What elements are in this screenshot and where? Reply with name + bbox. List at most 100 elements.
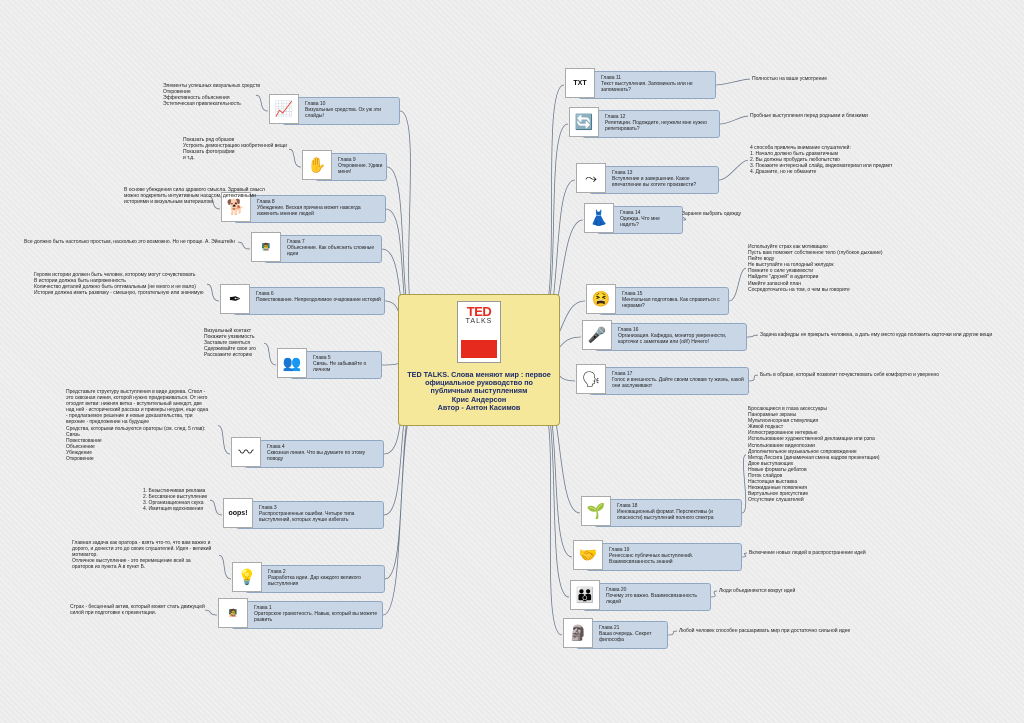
- note-line: Сосредоточьтесь на том, о чем вы говорит…: [748, 286, 850, 293]
- topic-heading: Глава 13: [612, 170, 633, 176]
- note-line-ch1: [204, 609, 218, 616]
- note-line: Виртуальное присутствие: [748, 491, 809, 498]
- presenter-icon: 🧑‍🏫: [218, 598, 248, 628]
- note-line: верхние - предложение на будущее: [66, 419, 150, 426]
- topic-heading: Глава 14: [620, 210, 641, 216]
- topic-text: Связь. Не забывайте о личном: [313, 361, 367, 373]
- topic-heading: Глава 17: [612, 371, 633, 377]
- note-line: Поток слайдов: [748, 473, 783, 480]
- people-icon: 👥: [277, 348, 307, 378]
- note-line: Панорамные экраны: [748, 412, 797, 419]
- note-line-ch20: [710, 590, 718, 598]
- note-line: Устроить демонстрацию изобретенной вещи: [183, 143, 287, 150]
- repeat-icon: 🔄: [569, 107, 599, 137]
- topic-text: Убеждение. Веская причина может навсегда…: [257, 205, 361, 217]
- note-line: 4. Имитация вдохновения: [143, 506, 204, 513]
- note-line: Бросающиеся в глаза аксессуары: [748, 406, 827, 412]
- note-line: Найдите "друзей" в аудитории: [748, 274, 819, 281]
- topic-heading: Глава 18: [617, 503, 638, 509]
- note-line: Задача кафедры не прикрыть человека, а д…: [760, 332, 993, 338]
- note-line-ch5: [263, 342, 277, 366]
- note-line: Убеждение: [66, 449, 92, 456]
- topic-text: Откровение. Удиви меня!: [338, 163, 383, 175]
- path-icon: ⤳: [576, 163, 606, 193]
- note-line: Дополнительное музыкальное сопровождение: [748, 448, 857, 455]
- note-line: Откровение: [163, 89, 191, 96]
- note-line: Расскажите историю: [204, 352, 253, 359]
- topic-heading: Глава 19: [609, 547, 630, 553]
- topic-notes-ch12: Пробные выступления перед родными и близ…: [750, 113, 868, 119]
- topic-notes-ch17: Быть в образе, который позволит почувств…: [760, 372, 939, 378]
- note-line: Пусть вам поможет собственное тело (глуб…: [748, 250, 883, 257]
- topic-heading: Глава 12: [605, 114, 626, 120]
- topic-text: Одежда. Что мне надеть?: [620, 216, 660, 228]
- topic-notes-ch13: 4 способа привлечь внимание слушателей:1…: [750, 145, 892, 175]
- topic-text: Повествование. Непреодолимое очарование …: [256, 297, 381, 303]
- topic-notes-ch11: Полностью на ваше усмотрение: [752, 76, 827, 82]
- note-line: Эстетическая привлекательность: [163, 101, 241, 108]
- topic-heading: Глава 5: [313, 355, 331, 361]
- note-line-ch8: [207, 195, 221, 210]
- topic-text: Текст выступления. Запоминать или не зап…: [601, 81, 693, 93]
- note-line: силой при подготовке к презентации.: [70, 610, 157, 617]
- note-line-ch16: [746, 334, 759, 338]
- voice-icon: 🗣: [576, 364, 606, 394]
- note-line: История должна иметь развязку - смешную,…: [34, 290, 204, 297]
- topic-notes-ch21: Любой человек способен расшаривать мир п…: [679, 628, 850, 634]
- dog-icon: 🐕: [221, 192, 251, 222]
- note-line: ораторов из пункта А в пункт Б.: [72, 564, 146, 571]
- note-line: Представьте структуру выступления в виде…: [66, 389, 206, 395]
- topic-notes-ch14: Заранее выбрать одежду: [682, 211, 741, 217]
- topic-text: Репетиции. Подождите, неужели мне нужно …: [605, 120, 707, 132]
- note-line: Элементы успешных визуальных средств: [163, 83, 261, 89]
- note-line: 3. Организационная скука: [143, 500, 204, 507]
- topic-notes-ch1: Страх - бесценный актив, который может с…: [70, 604, 205, 616]
- topic-heading: Глава 7: [287, 239, 305, 245]
- note-line: Главная задача как оратора - взять что-т…: [72, 540, 211, 546]
- note-line: Мультисенсорная стимуляция: [748, 418, 819, 425]
- note-line: Настоящая выставка: [748, 479, 798, 486]
- note-line-ch19: [741, 552, 748, 558]
- note-line: Пейте воду: [748, 256, 775, 263]
- topic-heading: Глава 6: [256, 291, 274, 297]
- topic-heading: Глава 9: [338, 157, 356, 163]
- note-line: 3. Покажите интересный слайд, видеоматер…: [750, 163, 893, 170]
- chart-icon: 📈: [269, 94, 299, 124]
- note-line: В истории должна быть напряженность: [34, 278, 126, 285]
- note-line: Героям истории должен быть человек, кото…: [34, 272, 196, 278]
- note-line: дорого, и донести это до своих слушателе…: [72, 546, 212, 553]
- note-line: Неожиданные появления: [748, 485, 807, 492]
- note-line: Иллюстрированное интервью: [748, 430, 818, 437]
- quill-icon: ✒: [220, 284, 250, 314]
- note-line: Имейте запасной план: [748, 280, 801, 287]
- note-line: Используйте страх как мотивацию: [748, 244, 828, 250]
- note-line: и т.д.: [183, 155, 195, 162]
- topic-text: Объяснение. Как объяснить сложные идеи: [287, 245, 375, 257]
- note-line: Новые форматы дебатов: [748, 466, 807, 473]
- topic-heading: Глава 10: [305, 101, 326, 107]
- central-topic[interactable]: TED TALKS TED TALKS. Слова меняют мир : …: [398, 294, 560, 426]
